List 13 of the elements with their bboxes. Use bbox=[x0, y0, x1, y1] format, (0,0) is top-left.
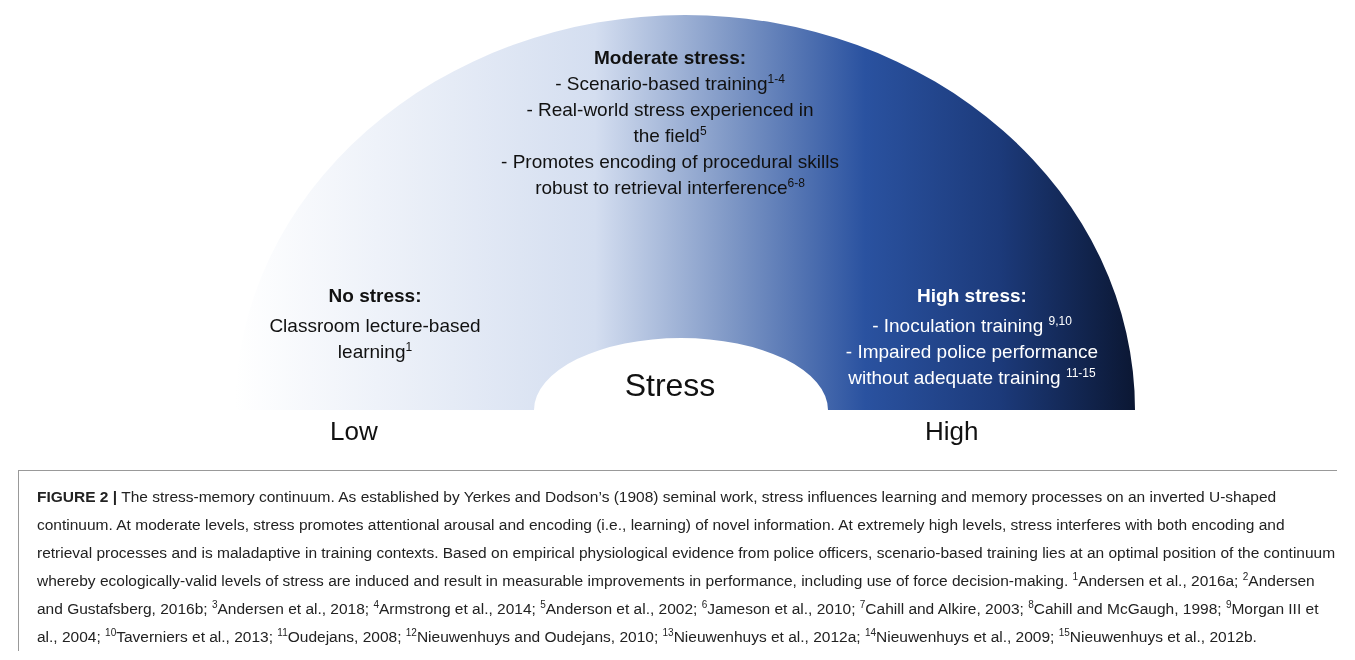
axis-label: High bbox=[925, 416, 979, 447]
list-item: - Scenario-based training$^{1-4}$ bbox=[554, 71, 786, 96]
axis-title: Stress bbox=[623, 366, 717, 405]
list-item: - Impaired police performance without adequate training $^{11-15}$ bbox=[844, 340, 1100, 390]
list-item: - Inoculation training $^{9,10}$ bbox=[871, 313, 1073, 338]
figure-caption: FIGURE 2 | The stress-memory continuum. As established by Yerkes and Dodson’s (1908) seminal work, stress influences learning and memory processes on an inverted U-shaped continuum. At moderate levels, stress promotes attentional arousal and encoding (i.e., learning) of novel information. At extremely high levels, stress interferes with both encoding and retrieval processes and is maladaptive in training contexts. Based on empirical physiological evidence from police officers, scenario-based training lies at an optimal position of the continuum whereby ecologically-valid levels of stress are induced and result in measurable improvements in performance, including use of force decision-making. $^{1}$Andersen et al., 2016a; $^{2}$Andersen and Gustafsberg, 2016b; $^{3}$Andersen et al., 2018; $^{4}$Armstrong et al., 2014; $^{5}$Anderson et al., 2002; $^{6}$Jameson et al., 2010; $^{7}$Cahill and Alkire, 2003; $^{8}$Cahill and McGaugh, 1998; $^{9}$Morgan III et al., 2004; $^{10}$Taverniers et al., 2013; $^{11}$Oudejans, 2008; $^{12}$Nieuwenhuys and Oudejans, 2010; $^{13}$Nieuwenhuys et al., 2012a; $^{14}$Nieuwenhuys et al., 2009; $^{15}$Nieuwenhuys et al., 2012b. bbox=[18, 470, 1337, 651]
body-text: Classroom lecture-based learning$^{1}$ bbox=[268, 314, 482, 364]
section-heading: Moderate stress: bbox=[592, 46, 748, 70]
axis-label: Low bbox=[330, 416, 378, 447]
list-item: - Real-world stress experienced in the field$^{5}$ bbox=[525, 98, 815, 148]
list-item: - Promotes encoding of procedural skills robust to retrieval interference$^{6-8}$ bbox=[500, 150, 840, 200]
section-heading: No stress: bbox=[327, 284, 423, 308]
section-heading: High stress: bbox=[916, 284, 1028, 308]
